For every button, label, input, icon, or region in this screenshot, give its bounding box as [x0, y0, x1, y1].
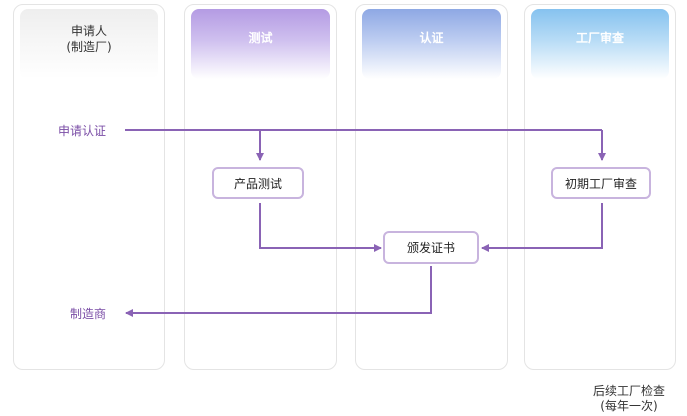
- initial-factory-review-node: 初期工厂审查: [551, 167, 651, 199]
- lane-header-testing: 测试: [191, 9, 330, 79]
- manufacturer-label: 制造商: [70, 307, 107, 321]
- arrow-test-to-certificate: [259, 203, 382, 252]
- apply-certification-label: 申请认证: [58, 124, 107, 138]
- lane-header-applicant: 申请人 (制造厂): [20, 9, 158, 79]
- arrow-review-to-certificate: [481, 203, 603, 252]
- lane-title-testing: 测试: [248, 31, 273, 45]
- follow-up-inspection-line2: (每年一次): [600, 399, 658, 413]
- lane-header-certification: 认证: [362, 9, 501, 79]
- follow-up-inspection-note: 后续工厂检查 (每年一次): [593, 384, 665, 414]
- lane-title-applicant: 申请人: [70, 24, 107, 38]
- product-test-node: 产品测试: [212, 167, 304, 199]
- lane-title-factory-review: 工厂审查: [575, 31, 624, 45]
- issue-certificate-node: 颁发证书: [383, 231, 479, 264]
- lane-title-certification: 认证: [419, 31, 444, 45]
- lane-subtitle-applicant: (制造厂): [66, 40, 112, 54]
- lane-header-factory-review: 工厂审查: [531, 9, 669, 79]
- arrow-certificate-to-manufacturer: [125, 266, 432, 317]
- follow-up-inspection-line1: 后续工厂检查: [592, 384, 665, 398]
- lane-applicant: 申请人 (制造厂): [13, 4, 165, 370]
